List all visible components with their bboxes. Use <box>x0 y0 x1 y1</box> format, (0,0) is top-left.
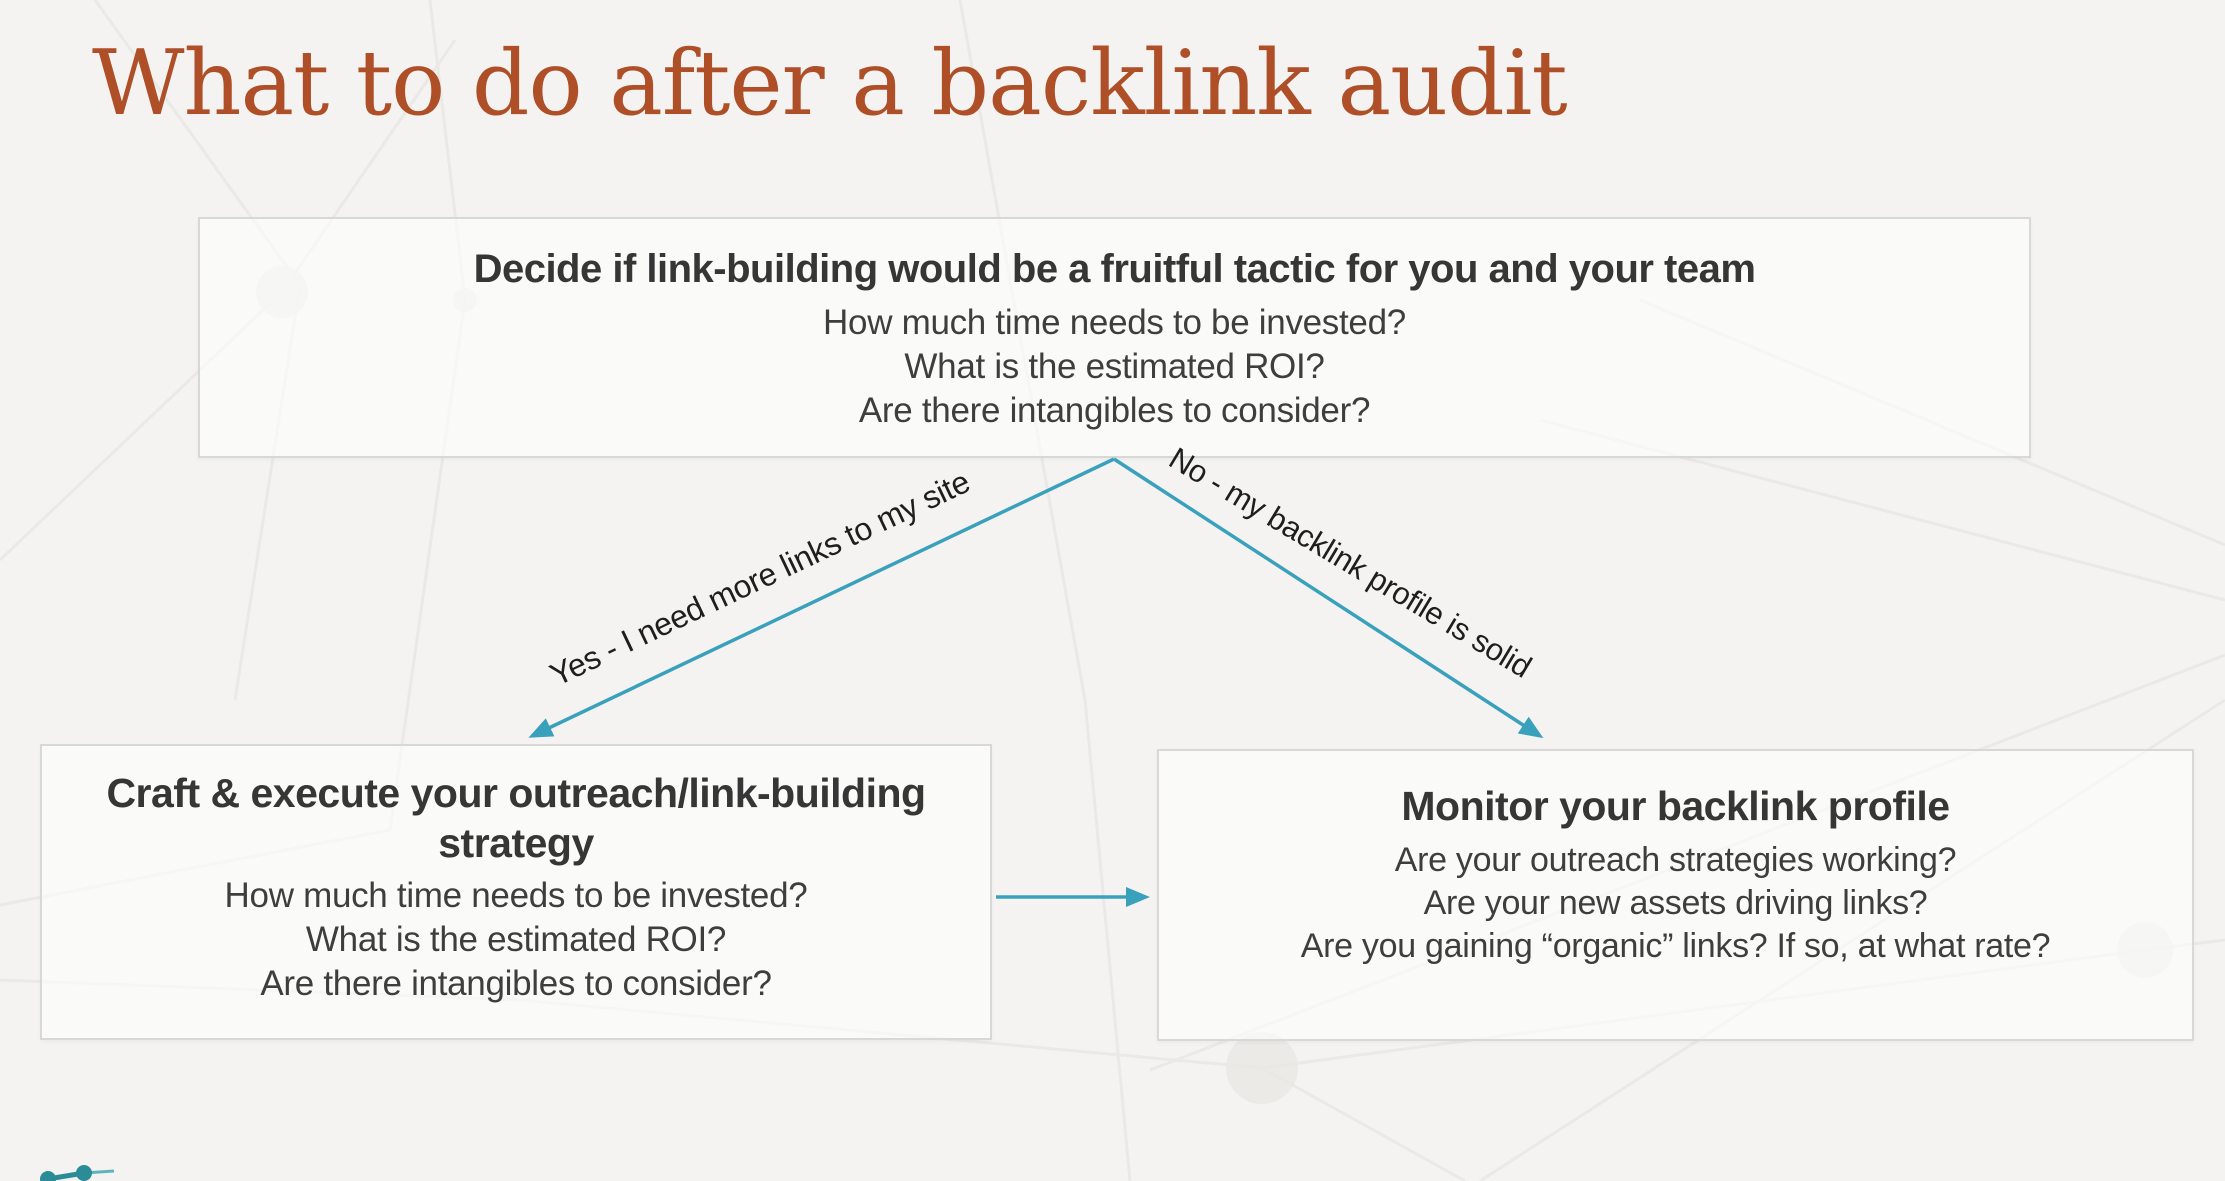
decision-box-question: What is the estimated ROI? <box>904 346 1325 386</box>
decision-box-heading: Decide if link-building would be a fruit… <box>473 247 1756 291</box>
outreach-strategy-box-question: Are there intangibles to consider? <box>260 964 772 1004</box>
outreach-strategy-box-heading: Craft & execute your outreach/link-build… <box>106 770 926 867</box>
outreach-strategy-box-question: How much time needs to be invested? <box>224 876 808 916</box>
monitor-profile-box-question: Are your new assets driving links? <box>1423 883 1928 922</box>
outreach-strategy-box: Craft & execute your outreach/link-build… <box>40 744 992 1040</box>
monitor-profile-box-question: Are you gaining “organic” links? If so, … <box>1300 926 2051 965</box>
outreach-strategy-box-question: What is the estimated ROI? <box>305 920 727 960</box>
monitor-profile-box: Monitor your backlink profile Are your o… <box>1157 749 2194 1041</box>
yes-branch-arrow-icon <box>528 457 1115 738</box>
monitor-profile-box-heading: Monitor your backlink profile <box>1401 783 1950 829</box>
no-branch-arrow-icon <box>1113 457 1544 739</box>
slide-title: What to do after a backlink audit <box>92 31 1568 136</box>
yes-branch-label: Yes - I need more links to my site <box>544 463 976 693</box>
teal-link-nodes-icon <box>40 1165 115 1181</box>
monitor-profile-box-question: Are your outreach strategies working? <box>1394 841 1957 880</box>
decision-box-question: How much time needs to be invested? <box>823 302 1406 342</box>
